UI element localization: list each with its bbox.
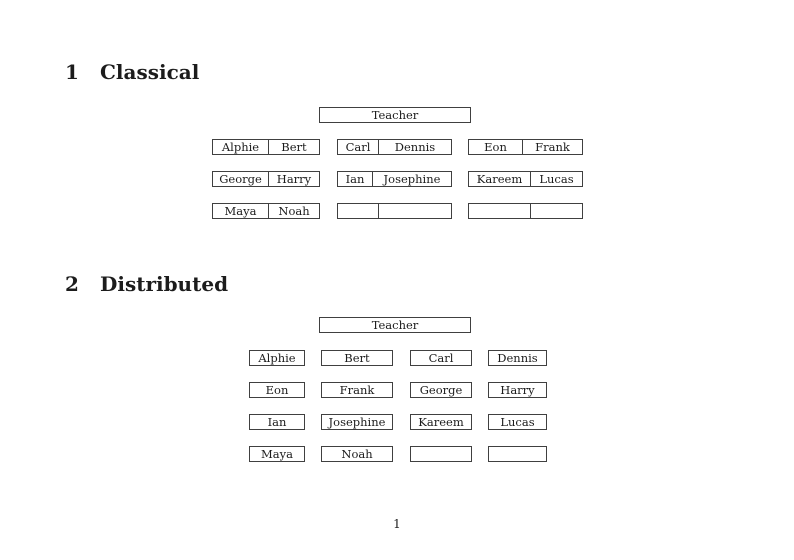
desk-single: Ian — [249, 414, 305, 430]
desk-seat: Bert — [281, 140, 307, 154]
section-title: Classical — [100, 60, 200, 84]
desk-single: Dennis — [488, 350, 547, 366]
desk-seat: Ian — [338, 172, 373, 186]
desk-single: Maya — [249, 446, 305, 462]
desk-classical-empty — [468, 203, 583, 219]
desk-single: Alphie — [249, 350, 305, 366]
desk-seat: Alphie — [213, 140, 269, 154]
desk-classical: Kareem Lucas — [468, 171, 583, 187]
desk-seat: Maya — [213, 204, 269, 218]
desk-seat — [469, 204, 531, 218]
desk-single: Bert — [321, 350, 393, 366]
section-heading-classical: 1 Classical — [65, 62, 199, 82]
section-heading-distributed: 2 Distributed — [65, 274, 228, 294]
desk-single-empty — [410, 446, 472, 462]
desk-classical: Ian Josephine — [337, 171, 452, 187]
desk-seat: George — [213, 172, 269, 186]
desk-seat — [338, 204, 379, 218]
section-number: 1 — [65, 60, 79, 84]
teacher-box-distributed: Teacher — [319, 317, 471, 333]
desk-seat: Noah — [278, 204, 310, 218]
desk-seat: Kareem — [469, 172, 531, 186]
desk-seat: Carl — [338, 140, 379, 154]
desk-single: Eon — [249, 382, 305, 398]
desk-single-empty — [488, 446, 547, 462]
desk-single: Noah — [321, 446, 393, 462]
desk-seat: Josephine — [383, 172, 441, 186]
desk-single: Lucas — [488, 414, 547, 430]
desk-single: Josephine — [321, 414, 393, 430]
desk-seat: Eon — [469, 140, 523, 154]
desk-single: Harry — [488, 382, 547, 398]
desk-classical: George Harry — [212, 171, 320, 187]
desk-seat: Dennis — [394, 140, 436, 154]
desk-classical-empty — [337, 203, 452, 219]
page-number: 1 — [393, 517, 401, 531]
teacher-box-classical: Teacher — [319, 107, 471, 123]
desk-single: Kareem — [410, 414, 472, 430]
desk-seat: Frank — [535, 140, 570, 154]
desk-seat — [531, 204, 582, 218]
desk-single: George — [410, 382, 472, 398]
section-number: 2 — [65, 272, 79, 296]
desk-seat: Lucas — [539, 172, 574, 186]
desk-classical: Carl Dennis — [337, 139, 452, 155]
desk-single: Carl — [410, 350, 472, 366]
desk-classical: Alphie Bert — [212, 139, 320, 155]
section-title: Distributed — [100, 272, 229, 296]
desk-single: Frank — [321, 382, 393, 398]
desk-seat — [379, 204, 451, 218]
desk-classical: Eon Frank — [468, 139, 583, 155]
desk-classical: Maya Noah — [212, 203, 320, 219]
desk-seat: Harry — [276, 172, 312, 186]
